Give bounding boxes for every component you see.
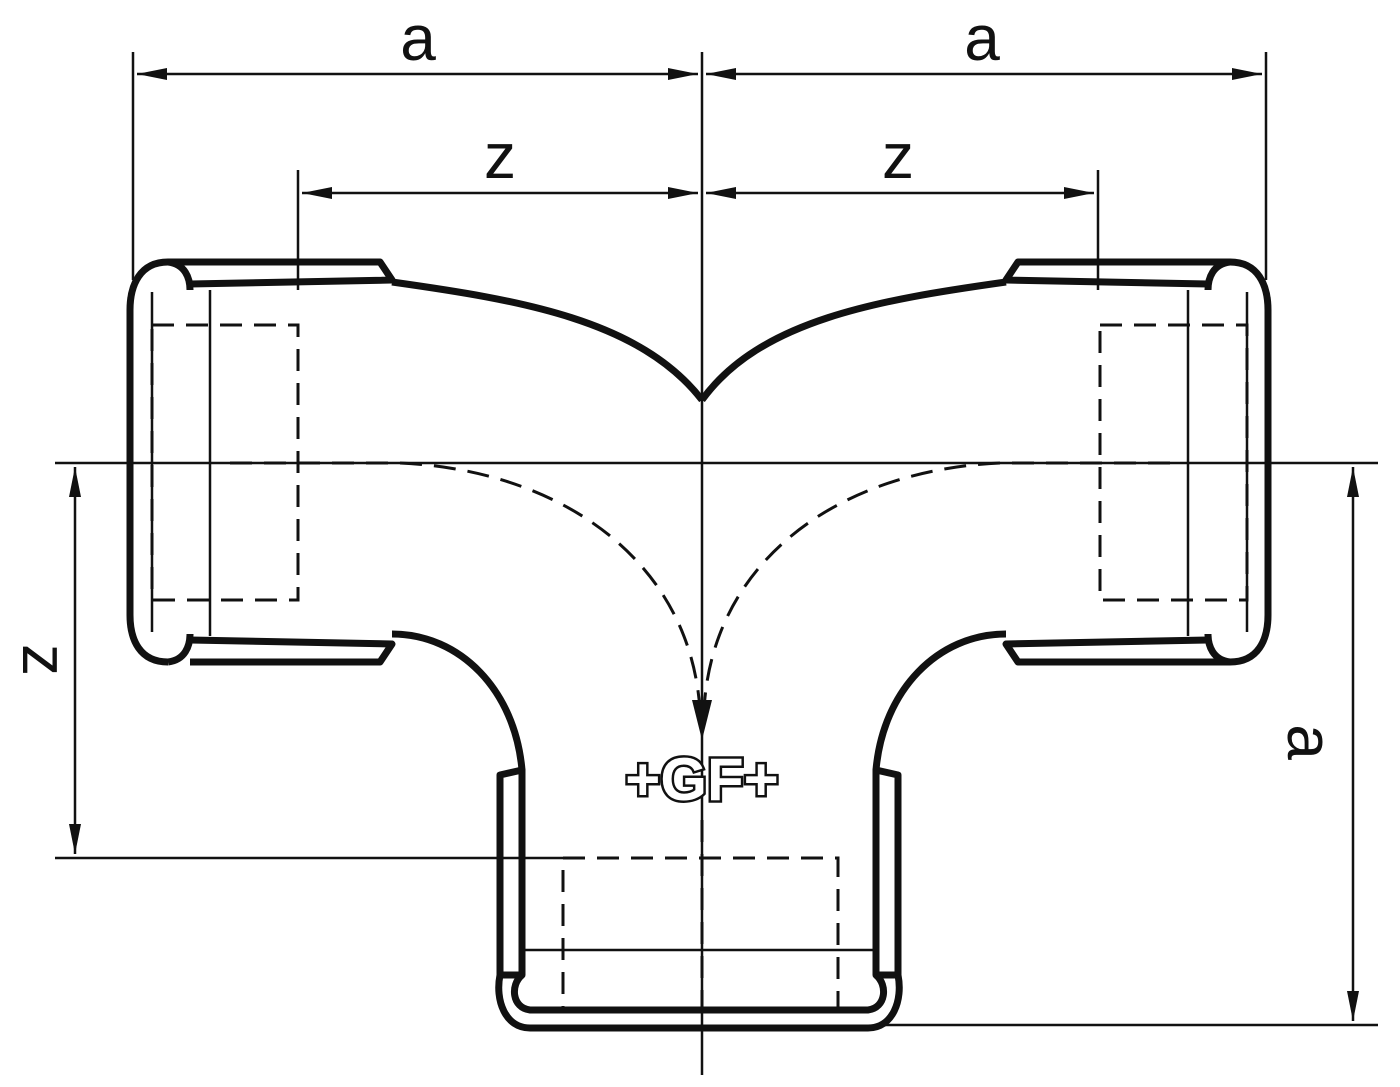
right-socket-rim-top bbox=[1204, 258, 1231, 291]
dimension-lines bbox=[69, 68, 1359, 1021]
right-thread-hidden bbox=[1098, 323, 1249, 602]
fitting-body bbox=[126, 258, 1272, 1032]
label-z-top-left: z bbox=[484, 120, 516, 192]
top-right-curve bbox=[699, 278, 1007, 403]
right-socket-rim-bottom bbox=[1204, 633, 1231, 666]
left-socket-rim-bottom bbox=[167, 633, 194, 666]
left-socket-rim-top bbox=[167, 258, 194, 291]
right-socket-outer bbox=[1229, 258, 1272, 666]
bottom-right-band bbox=[872, 766, 902, 979]
label-a-top-right: a bbox=[964, 2, 1000, 74]
left-top-band bbox=[189, 258, 396, 288]
hidden-lines bbox=[150, 323, 1249, 1010]
label-a-right: a bbox=[1274, 724, 1346, 760]
right-top-band bbox=[1002, 258, 1230, 288]
left-flow-arc bbox=[230, 461, 702, 711]
bottom-socket-outer bbox=[495, 974, 903, 1032]
right-bottom-band bbox=[1002, 636, 1230, 666]
right-flow-arc bbox=[702, 461, 1170, 711]
left-bottom-band bbox=[189, 636, 396, 666]
thin-lines bbox=[150, 290, 1249, 952]
label-a-top-left: a bbox=[400, 2, 436, 74]
label-z-left: z bbox=[9, 644, 81, 676]
bottom-socket-rim bbox=[511, 972, 887, 1014]
lower-left-elbow bbox=[391, 630, 526, 771]
top-left-curve bbox=[391, 278, 705, 403]
extension-lines bbox=[55, 52, 1378, 1075]
lower-right-elbow bbox=[872, 630, 1007, 771]
bottom-left-band bbox=[496, 766, 526, 979]
flow-arrow-head bbox=[692, 700, 712, 740]
label-z-top-right: z bbox=[882, 120, 914, 192]
manufacturer-logo: +GF+ bbox=[625, 746, 778, 813]
